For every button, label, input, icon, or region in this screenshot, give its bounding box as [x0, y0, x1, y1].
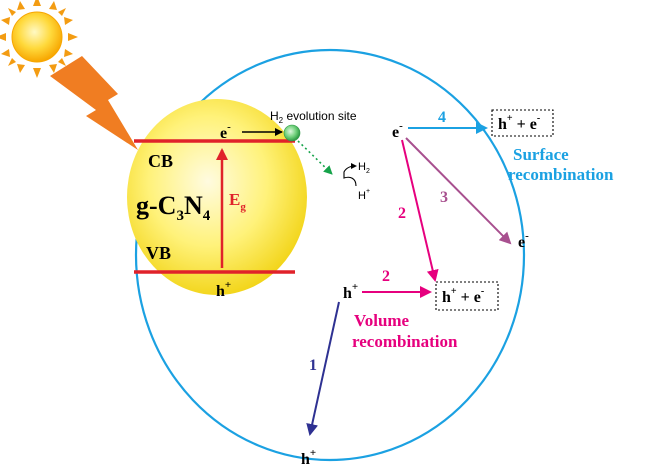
cb-electron-label: e-	[220, 121, 231, 142]
path-4-number: 4	[438, 109, 446, 126]
proton-reduction-arrow	[343, 163, 357, 187]
path-3-number: 3	[440, 189, 448, 206]
proton-label: H+	[358, 188, 370, 202]
path-1-number: 1	[309, 357, 317, 374]
surface-hole-label: h+	[301, 447, 316, 468]
path-1-arrow	[306, 301, 340, 436]
particle-hole-label: h+	[343, 281, 358, 302]
volume-pair-box	[435, 281, 499, 311]
h2-product-label: H2	[358, 161, 370, 175]
path-2-number-lower: 2	[382, 268, 390, 285]
cb-label: CB	[148, 151, 173, 171]
surface-recombination-line2: recombination	[508, 165, 614, 184]
band-gap-label: Eg	[229, 190, 246, 213]
volume-pair-label: h+ + e-	[442, 286, 484, 306]
volume-recombination-line1: Volume	[354, 311, 410, 330]
particle-sphere	[134, 48, 526, 462]
material-label: g-C3N4	[136, 191, 211, 224]
semiconductor-ball	[127, 99, 307, 295]
surface-pair-label: h+ + e-	[498, 113, 540, 133]
path-2-electron-arrow	[401, 139, 439, 282]
path-2-number-upper: 2	[398, 205, 406, 222]
vb-hole-label: h+	[216, 279, 231, 300]
sun-icon	[0, 0, 78, 78]
surface-electron-label: e-	[518, 230, 529, 251]
surface-pair-box	[491, 109, 554, 137]
h2-evolution-site	[283, 124, 301, 142]
particle-electron-label: e-	[392, 120, 403, 141]
h2-site-label: H2 evolution site	[270, 109, 357, 125]
light-bolt-icon	[50, 56, 138, 150]
volume-recombination-line2: recombination	[352, 332, 458, 351]
path-3-arrow	[405, 137, 512, 245]
vb-label: VB	[146, 243, 171, 263]
surface-recombination-line1: Surface	[513, 145, 569, 164]
